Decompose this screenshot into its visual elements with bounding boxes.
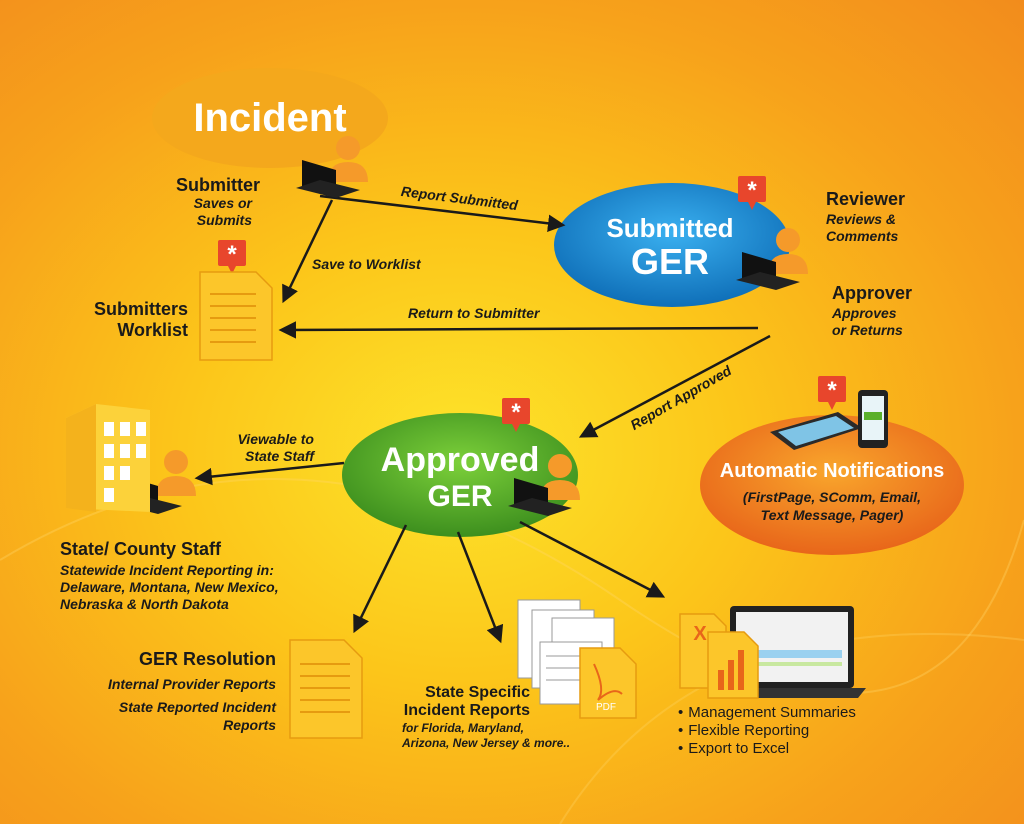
arrow-report-approved bbox=[578, 334, 771, 438]
bullet-management-summaries: Management Summaries bbox=[678, 704, 856, 722]
state-staff-title: State/ County Staff bbox=[60, 539, 222, 559]
tablet-icon bbox=[770, 412, 862, 450]
approved-ger-label-1: Approved bbox=[380, 441, 540, 479]
document-icon bbox=[289, 639, 363, 739]
worklist-document-icon bbox=[199, 271, 273, 361]
arrow-save-to-worklist bbox=[282, 199, 334, 304]
ger-resolution-sub-3: Reports bbox=[223, 717, 276, 733]
submitted-ger-label-1: Submitted bbox=[606, 213, 734, 243]
reviewer-sub-1: Reviews & bbox=[826, 211, 897, 227]
bullet-export-to-excel: Export to Excel bbox=[678, 740, 856, 758]
incident-label: Incident bbox=[193, 96, 347, 140]
state-staff-sub-1: Statewide Incident Reporting in: bbox=[60, 562, 274, 578]
reviewer-sub-2: Comments bbox=[826, 228, 899, 244]
state-specific-sub-1: for Florida, Maryland, bbox=[402, 721, 525, 735]
viewable-label-1: Viewable to bbox=[237, 431, 314, 447]
submitted-ger-label-2: GER bbox=[630, 241, 709, 282]
phone-icon bbox=[858, 390, 888, 448]
arrow-return-to-submitter bbox=[278, 321, 759, 339]
return-to-submitter-label: Return to Submitter bbox=[408, 305, 540, 321]
ger-resolution-title: GER Resolution bbox=[138, 649, 276, 669]
submitted-ger-ellipse bbox=[554, 183, 790, 307]
state-specific-title-2: Incident Reports bbox=[403, 702, 530, 719]
viewable-label-2: State Staff bbox=[245, 448, 314, 464]
approver-sub-1: Approves bbox=[832, 305, 897, 321]
save-to-worklist-label: Save to Worklist bbox=[312, 256, 421, 272]
approver-title: Approver bbox=[832, 283, 913, 303]
asterisk-badge-icon bbox=[218, 240, 246, 274]
bullet-flexible-reporting: Flexible Reporting bbox=[678, 722, 856, 740]
automatic-notifications-sub-1: (FirstPage, SComm, Email, bbox=[742, 489, 922, 505]
submitter-sub-1: Saves or bbox=[193, 195, 252, 211]
reviewer-title: Reviewer bbox=[826, 189, 906, 209]
approver-sub-2: or Returns bbox=[832, 322, 903, 338]
arrow-report-submitted bbox=[319, 194, 566, 233]
state-staff-sub-2: Delaware, Montana, New Mexico, bbox=[60, 579, 279, 595]
arrow-to-management bbox=[519, 520, 666, 598]
management-bullets: Management Summaries Flexible Reporting … bbox=[678, 704, 856, 758]
monitor-icon bbox=[720, 606, 866, 698]
approved-ger-label-2: GER bbox=[427, 480, 493, 513]
notifications-ellipse bbox=[700, 415, 964, 555]
state-specific-sub-2: Arizona, New Jersey & more.. bbox=[402, 736, 571, 750]
spreadsheet-icon: X bbox=[679, 613, 759, 699]
state-forms-icon bbox=[517, 599, 615, 705]
submitter-sub-2: Submits bbox=[196, 212, 252, 228]
submitter-title: Submitter bbox=[175, 175, 260, 195]
ger-resolution-sub-1: Internal Provider Reports bbox=[107, 676, 276, 692]
building-icon bbox=[66, 404, 150, 512]
arrow-to-state-reports bbox=[456, 531, 504, 644]
incident-ellipse bbox=[152, 68, 388, 168]
arrow-to-resolution bbox=[353, 524, 408, 634]
worklist-title-1: Submitters bbox=[93, 299, 188, 319]
state-staff-sub-3: Nebraska & North Dakota bbox=[60, 596, 229, 612]
automatic-notifications-label: Automatic Notifications bbox=[719, 460, 945, 482]
automatic-notifications-sub-2: Text Message, Pager) bbox=[760, 507, 904, 523]
arrow-viewable bbox=[194, 461, 345, 486]
ger-resolution-sub-2: State Reported Incident bbox=[118, 699, 276, 715]
pdf-document-icon bbox=[579, 647, 637, 719]
asterisk-badge-icon bbox=[818, 376, 846, 410]
state-specific-title-1: State Specific bbox=[425, 684, 530, 701]
svg-text:X: X bbox=[693, 623, 707, 645]
worklist-title-2: Worklist bbox=[117, 320, 188, 340]
pdf-label: PDF bbox=[596, 702, 616, 713]
